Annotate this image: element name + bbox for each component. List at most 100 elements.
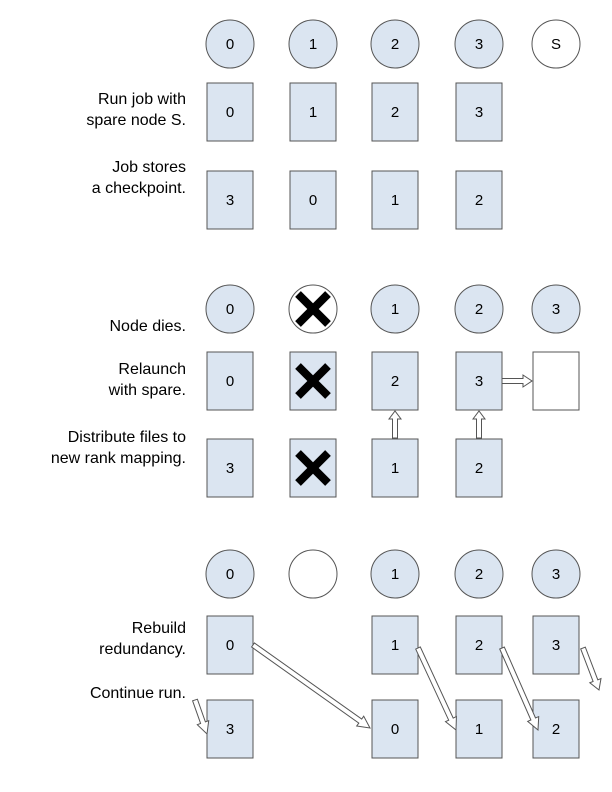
step-label: Job stores <box>112 159 186 176</box>
checkpoint-rank-label: 1 <box>391 192 399 209</box>
step-label: Distribute files to <box>68 429 186 446</box>
node-circle: 0 <box>205 284 255 334</box>
checkpoint-box: 0 <box>206 615 254 675</box>
node-rank-label: S <box>551 36 561 53</box>
step-label: new rank mapping. <box>51 450 186 467</box>
checkpoint-box: 2 <box>455 170 503 230</box>
node-circle: 3 <box>531 549 581 599</box>
node-circle: 0 <box>205 549 255 599</box>
lost-data-x-mark-icon <box>295 363 331 399</box>
storage-row: Job stores a checkpoint. 3 0 1 2 <box>92 159 503 230</box>
node-rank-label: 1 <box>391 566 399 583</box>
node-rank-label: 3 <box>552 566 560 583</box>
checkpoint-rank-label: 3 <box>475 373 483 390</box>
checkpoint-box: 0 <box>206 351 254 411</box>
checkpoint-rank-label: 2 <box>475 192 483 209</box>
checkpoint-rank-label: 1 <box>475 721 483 738</box>
node-circle: 1 <box>370 284 420 334</box>
checkpoint-rank-label: 2 <box>391 373 399 390</box>
checkpoint-rank-label: 2 <box>552 721 560 738</box>
node-circle: 2 <box>370 19 420 69</box>
checkpoint-rank-label: 0 <box>226 104 234 121</box>
rebuild-arrow-icon <box>250 642 371 729</box>
relaunch-arrow-icon <box>501 374 533 388</box>
checkpoint-box: 1 <box>371 170 419 230</box>
dead-node-x-mark-icon <box>295 291 331 327</box>
node-circle: 1 <box>370 549 420 599</box>
step-label: Rebuild <box>132 620 186 637</box>
checkpoint-box: 1 <box>455 699 503 759</box>
checkpoint-rank-label: 3 <box>552 637 560 654</box>
rebuild-arrow-icon <box>415 646 457 732</box>
checkpoint-box: 0 <box>206 82 254 142</box>
node-circle <box>288 549 338 599</box>
checkpoint-box: 2 <box>455 438 503 498</box>
checkpoint-rank-label: 0 <box>309 192 317 209</box>
checkpoint-box: 2 <box>371 351 419 411</box>
step-label: redundancy. <box>99 641 186 658</box>
redistribute-arrow-icon <box>388 410 402 439</box>
step-label: with spare. <box>108 382 186 399</box>
storage-row: Rebuild redundancy. 0 1 2 3 <box>99 615 580 675</box>
checkpoint-box: 3 <box>206 699 254 759</box>
checkpoint-box: 3 <box>455 82 503 142</box>
step-label: a checkpoint. <box>92 180 186 197</box>
checkpoint-box: 3 <box>532 615 580 675</box>
checkpoint-rank-label: 1 <box>391 460 399 477</box>
checkpoint-rank-label: 3 <box>475 104 483 121</box>
node-rank-label: 1 <box>309 36 317 53</box>
checkpoint-box <box>532 351 580 411</box>
checkpoint-rank-label: 2 <box>475 637 483 654</box>
checkpoint-box <box>289 438 337 498</box>
node-rank-label: 3 <box>475 36 483 53</box>
step-label: Node dies. <box>110 318 187 335</box>
node-rank-label: 3 <box>552 301 560 318</box>
checkpoint-box: 3 <box>455 351 503 411</box>
storage-row: Continue run. 3 0 1 2 <box>90 685 580 759</box>
node-rank-label: 0 <box>226 36 234 53</box>
storage-row: Distribute files to new rank mapping. 3 1 2 <box>51 429 503 498</box>
rebuild-arrow-icon <box>580 646 602 691</box>
step-label: Run job with <box>98 91 186 108</box>
node-rank-label: 2 <box>475 566 483 583</box>
checkpoint-rank-label: 3 <box>226 192 234 209</box>
node-rank-label: 0 <box>226 566 234 583</box>
checkpoint-rank-label: 1 <box>391 637 399 654</box>
rebuild-arrow-icon <box>499 646 540 732</box>
lost-data-x-mark-icon <box>295 450 331 486</box>
node-circle: 2 <box>454 284 504 334</box>
checkpoint-rank-label: 0 <box>226 637 234 654</box>
checkpoint-box: 3 <box>206 170 254 230</box>
checkpoint-box: 1 <box>371 615 419 675</box>
step-label: spare node S. <box>86 112 186 129</box>
step-label: Continue run. <box>90 685 186 702</box>
checkpoint-rank-label: 0 <box>226 373 234 390</box>
checkpoint-rank-label: 2 <box>391 104 399 121</box>
node-circle <box>288 284 338 334</box>
checkpoint-box: 2 <box>455 615 503 675</box>
node-rank-label: 1 <box>391 301 399 318</box>
node-circle: 0 <box>205 19 255 69</box>
checkpoint-rank-label: 2 <box>475 460 483 477</box>
node-circle: 2 <box>454 549 504 599</box>
node-rank-label: 2 <box>475 301 483 318</box>
checkpoint-rank-label: 3 <box>226 721 234 738</box>
node-circle: S <box>531 19 581 69</box>
storage-row: Relaunch with spare. 0 2 3 <box>108 351 580 411</box>
checkpoint-rank-label: 0 <box>391 721 399 738</box>
node-rank-label: 2 <box>391 36 399 53</box>
step-label: Relaunch <box>118 361 186 378</box>
node-rank-label: 0 <box>226 301 234 318</box>
rebuild-arrow-icon <box>191 698 210 736</box>
checkpoint-box: 1 <box>371 438 419 498</box>
checkpoint-box: 0 <box>289 170 337 230</box>
checkpoint-box <box>289 351 337 411</box>
node-circle: 3 <box>531 284 581 334</box>
checkpoint-box: 2 <box>371 82 419 142</box>
checkpoint-rank-label: 3 <box>226 460 234 477</box>
